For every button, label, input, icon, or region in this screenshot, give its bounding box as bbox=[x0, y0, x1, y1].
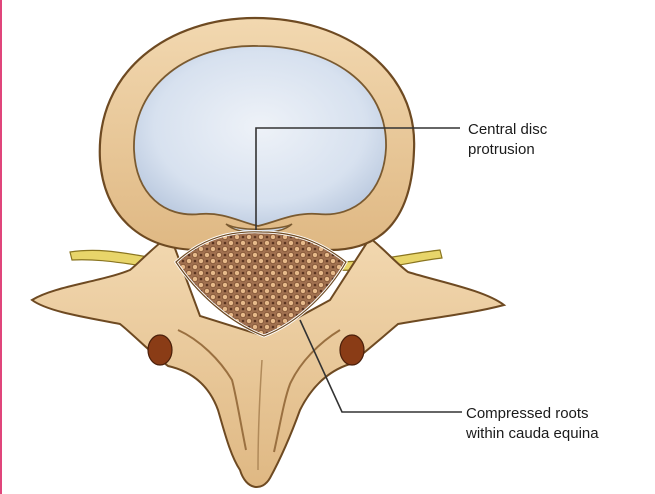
right-foramen bbox=[340, 335, 364, 365]
left-foramen bbox=[148, 335, 172, 365]
central-disc-protrusion-label: Central disc protrusion bbox=[468, 120, 547, 160]
intervertebral-disc bbox=[134, 46, 386, 226]
roots-label-line-1: Compressed roots bbox=[466, 404, 599, 424]
disc-label-line-2: protrusion bbox=[468, 140, 547, 160]
compressed-roots-label: Compressed roots within cauda equina bbox=[466, 404, 599, 444]
roots-label-line-2: within cauda equina bbox=[466, 424, 599, 444]
disc-label-line-1: Central disc bbox=[468, 120, 547, 140]
